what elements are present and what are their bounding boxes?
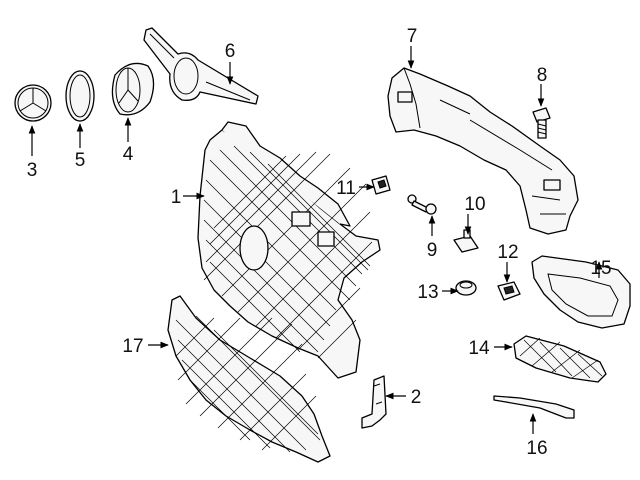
- callout-4: 4: [123, 144, 134, 165]
- callout-1: 1: [171, 187, 182, 208]
- clip-part-12: [497, 281, 521, 301]
- bolt-part-8: [532, 107, 551, 139]
- callout-8: 8: [537, 65, 548, 86]
- callout-5: 5: [75, 150, 86, 171]
- callout-6: 6: [225, 41, 236, 62]
- callout-16: 16: [526, 438, 547, 459]
- callout-labels: 3 5 4 6 7 8 1 11 9 10 12 13 15 14 16 17 …: [27, 26, 612, 459]
- push-nut-part-10: [453, 229, 479, 253]
- callout-17: 17: [122, 336, 143, 357]
- callout-12: 12: [497, 242, 518, 263]
- upper-support-part-7: [387, 67, 579, 235]
- callout-11: 11: [336, 178, 356, 199]
- side-grille-frame-part-15: [531, 255, 631, 329]
- callout-2: 2: [411, 387, 422, 408]
- trim-ring-part-5: [65, 70, 95, 122]
- leader-lines: [28, 46, 603, 434]
- callout-7: 7: [407, 26, 418, 47]
- trim-strip-part-16: [493, 395, 575, 419]
- emblem-housing-part-4: [111, 62, 155, 116]
- callout-14: 14: [468, 338, 490, 359]
- callout-15: 15: [590, 258, 611, 279]
- callout-3: 3: [27, 160, 38, 181]
- callout-10: 10: [464, 194, 485, 215]
- callout-9: 9: [427, 240, 438, 261]
- screw-part-9: [407, 194, 437, 215]
- emblem-bracket-part-6: [143, 27, 259, 105]
- bracket-part-2: [361, 375, 387, 429]
- lower-grille-part-17: [167, 295, 331, 463]
- emblem-star-part-3: [14, 84, 52, 122]
- clip-part-11: [371, 175, 391, 195]
- grille-part-1: [197, 121, 381, 379]
- nut-part-13: [455, 280, 477, 296]
- mesh-insert-part-14: [513, 335, 607, 383]
- callout-13: 13: [417, 282, 438, 303]
